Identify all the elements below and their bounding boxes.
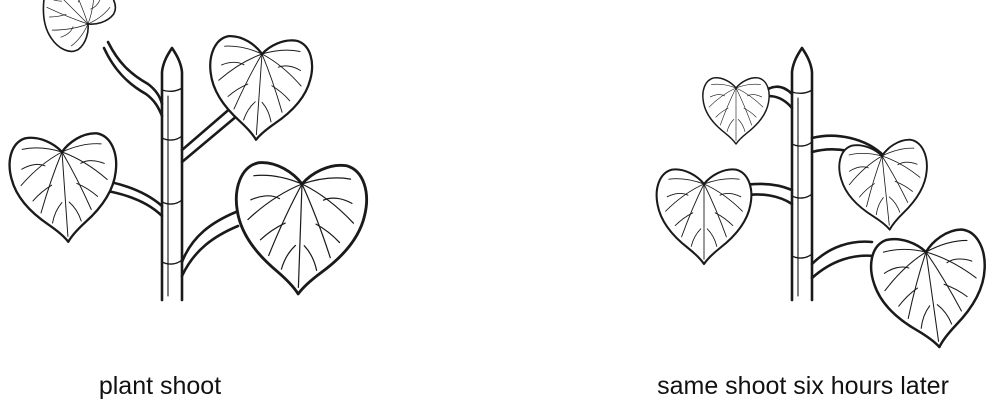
stem (792, 48, 812, 300)
left-panel-caption: plant shoot (40, 372, 280, 401)
leaf-middle-left (657, 169, 752, 264)
stem (162, 48, 182, 300)
left-shoot (8, 0, 368, 300)
right-shoot (657, 48, 996, 355)
leaf-top-right (205, 35, 314, 144)
leaf-bottom-right (867, 227, 995, 355)
leaf-upper-right (837, 138, 933, 234)
leaf-bottom-right (233, 162, 368, 297)
leaf-top-left (18, 0, 122, 58)
leaf-upper-left (703, 78, 769, 144)
leaf-middle-left (8, 132, 122, 246)
right-panel-caption: same shoot six hours later (618, 372, 988, 401)
